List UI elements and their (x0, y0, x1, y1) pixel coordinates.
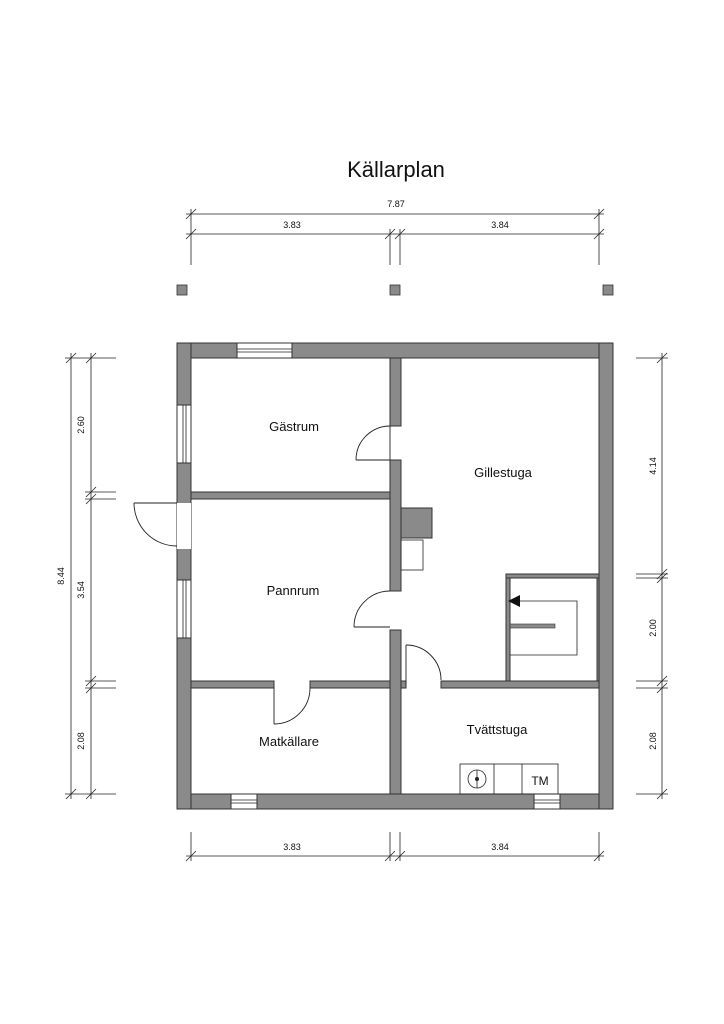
walls (176, 342, 614, 810)
dim-top-left: 3.83 (283, 220, 301, 230)
dim-left-upper: 2.60 (76, 416, 86, 434)
dim-right-middle: 2.00 (648, 619, 658, 637)
dim-top-total: 7.87 (387, 199, 405, 209)
room-label-gastrum: Gästrum (269, 419, 319, 434)
window-tvattstuga (533, 793, 561, 810)
dim-left-middle: 3.54 (76, 581, 86, 599)
right-dimensions: 4.14 2.00 2.08 (636, 352, 668, 800)
room-label-tvattstuga: Tvättstuga (467, 722, 528, 737)
arrow-icon (508, 595, 520, 607)
window-gastrum (176, 404, 192, 464)
room-label-gillestuga: Gillestuga (474, 465, 533, 480)
window-pannrum (176, 579, 192, 639)
bottom-dimensions: 3.83 3.84 (185, 832, 605, 862)
room-label-matkallare: Matkällare (259, 734, 319, 749)
dim-bottom-right: 3.84 (491, 842, 509, 852)
column-marker-left (176, 284, 188, 296)
plan-title: Källarplan (347, 157, 445, 182)
dim-right-upper: 4.14 (648, 457, 658, 475)
windows (176, 342, 561, 810)
doors (133, 425, 442, 725)
dim-top-right: 3.84 (491, 220, 509, 230)
laundry-appliances: TM (459, 763, 559, 795)
entrance-opening (177, 503, 191, 549)
dim-right-lower: 2.08 (648, 732, 658, 750)
top-dimensions: 7.87 3.83 3.84 (185, 199, 605, 265)
dim-bottom-left: 3.83 (283, 842, 301, 852)
dim-left-lower: 2.08 (76, 732, 86, 750)
column-marker-middle (389, 284, 401, 296)
room-label-pannrum: Pannrum (267, 583, 320, 598)
left-dimensions: 8.44 2.60 3.54 2.08 (56, 352, 116, 800)
column-marker-right (602, 284, 614, 296)
stair-detail (400, 539, 578, 656)
window-matkallare (230, 793, 258, 810)
dim-left-total: 8.44 (56, 567, 66, 585)
tumble-dryer-label: TM (531, 774, 548, 788)
window-top (236, 342, 293, 359)
